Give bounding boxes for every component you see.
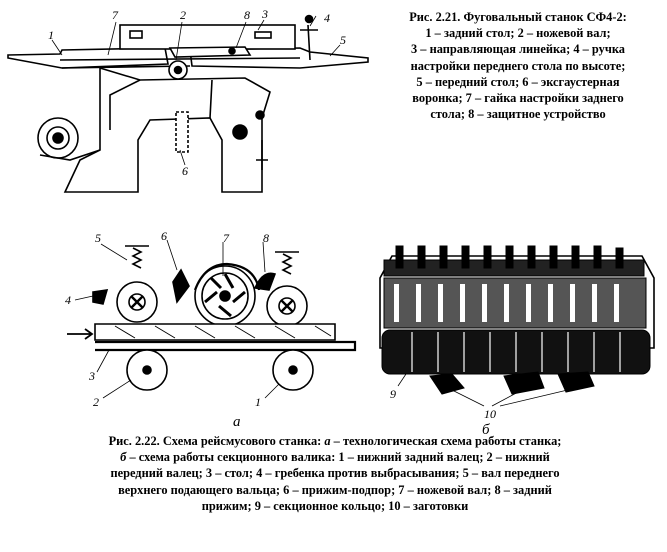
fig2b-label-10: 10 <box>484 407 496 421</box>
figure1-caption-line: 5 – передний стол; 6 – эксгаустерная <box>416 74 620 89</box>
fig1-label-5: 5 <box>340 33 346 47</box>
figure1-caption-line: Рис. 2.21. Фуговальный станок СФ4-2: <box>409 10 627 24</box>
thicknesser-scheme-drawing: 5 6 7 8 4 3 2 1 а <box>65 230 357 430</box>
caption-text: – технологическая схема работы станка; <box>330 434 562 448</box>
sectional-roller-drawing: 9 10 б <box>379 245 655 438</box>
fig1-label-3: 3 <box>261 7 268 21</box>
fig1-label-2: 2 <box>180 8 186 22</box>
figure1-caption: Рис. 2.21. Фуговальный станок СФ4-2: 1 –… <box>374 9 662 122</box>
figure2-caption-line: б – схема работы секционного валика: 1 –… <box>40 449 630 465</box>
fig2a-label-4: 4 <box>65 293 71 307</box>
figure2-caption-line: верхнего подающего вальца; 6 – прижим-по… <box>118 482 552 497</box>
figure2-caption-line: передний валец; 3 – стол; 4 – гребенка п… <box>110 466 560 481</box>
figure2-caption-line: прижим; 9 – секционное кольцо; 10 – заго… <box>201 498 469 513</box>
fig1-label-4: 4 <box>324 11 330 25</box>
fig2a-label-3: 3 <box>88 369 95 383</box>
fig1-label-1: 1 <box>48 28 54 42</box>
figure1-caption-line: воронка; 7 – гайка настройки заднего <box>412 91 624 106</box>
fig2b-sublabel: б <box>482 422 490 438</box>
figure1-caption-line: 3 – направляющая линейка; 4 – ручка <box>411 42 625 57</box>
figure2-caption-line: Рис. 2.22. Схема рейсмусового станка: а … <box>40 433 630 449</box>
figure2-caption: Рис. 2.22. Схема рейсмусового станка: а … <box>40 433 630 514</box>
caption-text: Рис. 2.22. Схема рейсмусового станка: <box>108 434 325 448</box>
fig1-label-7: 7 <box>112 8 119 22</box>
figure1-caption-line: настройки переднего стола по высоте; <box>410 58 626 73</box>
fig2b-label-9: 9 <box>390 387 396 401</box>
fig2a-label-8: 8 <box>263 231 269 245</box>
fig1-label-8: 8 <box>244 8 250 22</box>
fig2a-label-5: 5 <box>95 231 101 245</box>
fig2a-sublabel: а <box>233 414 241 430</box>
caption-italic-letter: а <box>324 434 331 448</box>
caption-italic-letter: б <box>120 450 127 465</box>
jointer-machine-drawing: 1 7 2 8 3 4 5 6 <box>7 7 369 193</box>
fig2a-label-1: 1 <box>255 395 261 409</box>
caption-text: – схема работы секционного валика: 1 – н… <box>126 450 550 465</box>
figure1-caption-line: стола; 8 – защитное устройство <box>430 107 606 122</box>
fig2a-label-6: 6 <box>161 230 167 243</box>
fig2a-label-7: 7 <box>223 231 230 245</box>
fig1-label-6: 6 <box>182 164 188 178</box>
fig2a-label-2: 2 <box>93 395 99 409</box>
figure1-caption-line: 1 – задний стол; 2 – ножевой вал; <box>425 26 611 41</box>
